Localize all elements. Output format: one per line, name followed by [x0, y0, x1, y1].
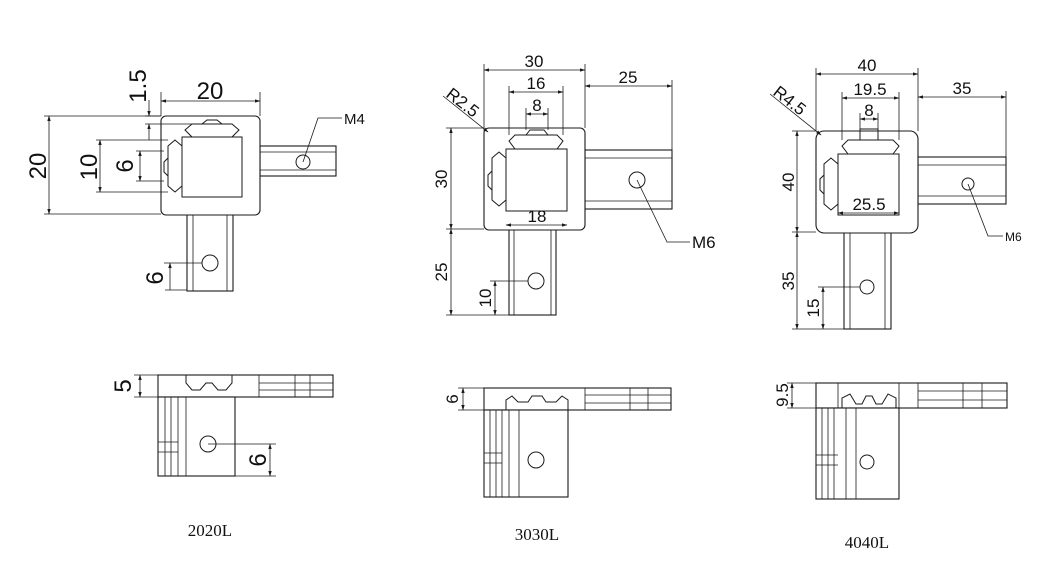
- profile-bore: [181, 136, 243, 198]
- dim-slot-inner: 8: [532, 96, 541, 115]
- caption-3030l: 3030L: [515, 525, 559, 544]
- hole-leg: [201, 254, 219, 272]
- view-3030l-side: 6: [443, 387, 672, 498]
- label-hole: M4: [344, 111, 365, 128]
- dim-arm: 35: [953, 79, 972, 98]
- dim-side-height: 5: [110, 379, 137, 392]
- dim-slot-inner: 6: [112, 159, 139, 172]
- caption-2020l: 2020L: [188, 521, 232, 540]
- dim-width: 30: [525, 52, 544, 71]
- label-hole: M6: [1005, 230, 1022, 244]
- view-2020l-side: 5 6: [110, 374, 334, 477]
- dim-leg-hole: 10: [476, 289, 495, 308]
- label-radius: R4.5: [770, 82, 810, 119]
- dim-side-height: 9.5: [773, 383, 792, 407]
- dim-slot-outer: 10: [76, 154, 103, 181]
- dim-leg: 35: [779, 272, 798, 291]
- dim-slot-outer: 19.5: [853, 80, 886, 99]
- dim-height: 40: [779, 173, 798, 192]
- dim-side-height: 6: [443, 394, 462, 403]
- dim-leg-hole: 15: [804, 299, 823, 318]
- dim-arm: 25: [619, 68, 638, 87]
- dim-top-gap: 1.5: [125, 69, 152, 102]
- dim-height: 30: [432, 170, 451, 189]
- dim-bore: 25.5: [852, 195, 885, 214]
- dim-slot-outer: 16: [527, 74, 546, 93]
- dim-width: 40: [858, 56, 877, 75]
- caption-4040l: 4040L: [845, 533, 889, 552]
- dim-width: 20: [197, 78, 224, 105]
- dim-side-hole: 6: [245, 453, 272, 466]
- profile-body: [160, 115, 261, 216]
- dim-leg-hole: 6: [142, 271, 169, 284]
- dim-bore: 18: [528, 207, 547, 226]
- view-2020l-top: 20 1.5 20 10 6 M4 6: [25, 69, 365, 292]
- leg-down: [186, 213, 234, 292]
- dim-height: 20: [25, 153, 52, 180]
- dim-leg: 25: [432, 263, 451, 282]
- view-3030l-top: 30 16 8 25 R2.5 30 18 25 10 M: [432, 52, 716, 316]
- label-hole: M6: [692, 233, 716, 252]
- label-radius: R2.5: [443, 84, 483, 121]
- view-4040l-top: 40 19.5 8 35 R4.5 40 25.5 35 15: [770, 56, 1022, 330]
- view-4040l-side: 9.5: [773, 382, 1008, 500]
- dim-slot-inner: 8: [864, 101, 873, 120]
